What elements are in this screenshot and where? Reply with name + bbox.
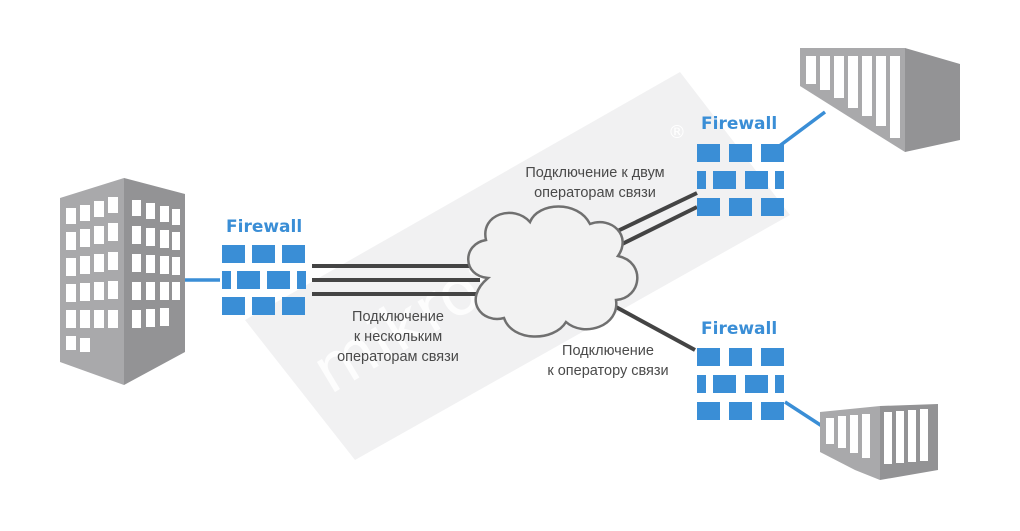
- label-multi-line-2: к нескольким: [354, 329, 442, 345]
- label-single-line-1: Подключение: [562, 343, 654, 359]
- firewall-bottom-right-label: Firewall: [701, 319, 777, 339]
- firewall-left-icon: [222, 245, 306, 315]
- watermark-registered-mark: ®: [668, 122, 686, 143]
- firewall-left: Firewall: [222, 217, 306, 315]
- firewall-left-label: Firewall: [226, 217, 302, 237]
- cloud-icon: [467, 205, 639, 338]
- label-dual-line-1: Подключение к двум: [525, 165, 664, 181]
- triple-link: [312, 264, 480, 296]
- building-top-right-icon: [800, 48, 960, 152]
- label-single-operator: Подключение к оператору связи: [547, 343, 668, 379]
- label-multi-line-3: операторам связи: [337, 349, 459, 365]
- dual-link: [604, 191, 698, 252]
- label-dual-line-2: операторам связи: [534, 185, 656, 201]
- building-left-icon: [60, 178, 185, 385]
- firewall-top-right-icon: [697, 144, 784, 216]
- link-bottom-right-building: [784, 400, 826, 430]
- label-multi-line-1: Подключение: [352, 309, 444, 325]
- single-link: [615, 305, 696, 352]
- building-bottom-right-icon: [820, 404, 938, 480]
- firewall-bottom-right-icon: [697, 348, 784, 420]
- firewall-bottom-right: Firewall: [697, 319, 784, 420]
- label-single-line-2: к оператору связи: [547, 363, 668, 379]
- label-multi-operators: Подключение к нескольким операторам связ…: [337, 309, 459, 365]
- label-dual-operators: Подключение к двум операторам связи: [525, 165, 664, 201]
- firewall-top-right-label: Firewall: [701, 114, 777, 134]
- firewall-top-right: Firewall: [697, 114, 784, 216]
